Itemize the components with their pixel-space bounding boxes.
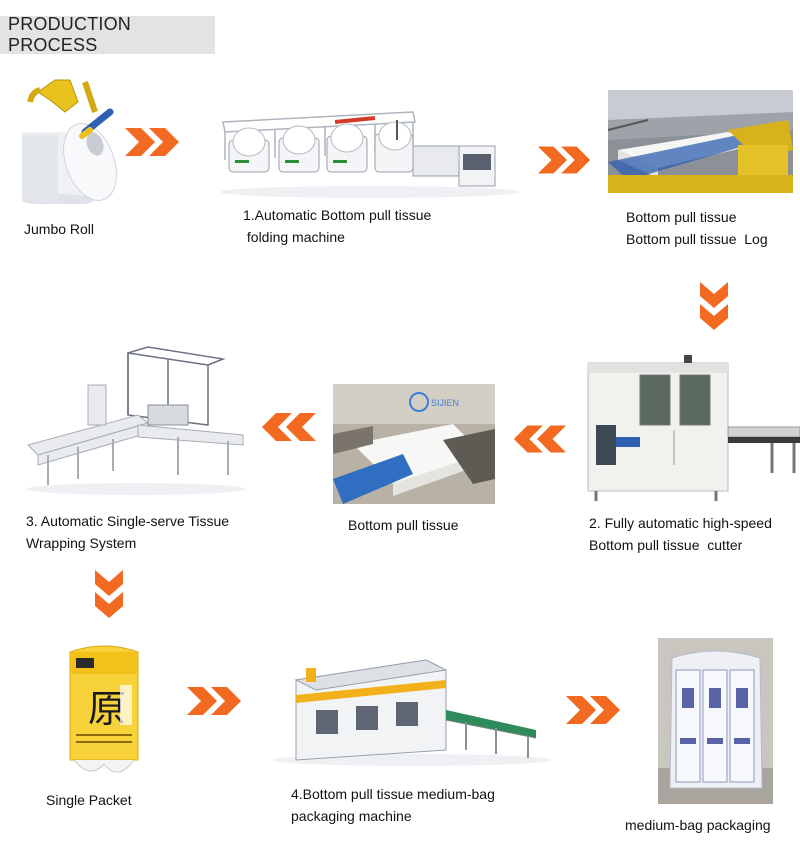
flow-arrow-3 — [697, 280, 731, 336]
flow-arrow-5 — [258, 411, 318, 443]
flow-arrow-7 — [184, 685, 246, 717]
jumbo-roll-image — [10, 72, 125, 204]
step-label-jumbo-roll: Jumbo Roll — [24, 221, 95, 237]
step-label-single-packet: Single Packet — [46, 792, 132, 808]
packaging-machine-image — [266, 650, 558, 768]
wrapping-system-image — [18, 345, 253, 497]
step-label-wrapping-system: 3. Automatic Single-serve Tissue Wrappin… — [26, 513, 230, 551]
step-label-packaging-machine: 4.Bottom pull tissue medium-bag packagin… — [291, 786, 495, 824]
single-packet-image: 原 — [60, 640, 148, 785]
step-label-bottom-pull-tissue: Bottom pull tissue — [348, 517, 459, 533]
folding-machine-image — [215, 100, 525, 200]
step-label-folding-machine: 1.Automatic Bottom pull tissue folding m… — [243, 207, 432, 245]
packet-glyph: 原 — [88, 687, 126, 731]
step-label-tissue-log: Bottom pull tissue Bottom pull tissue Lo… — [626, 209, 768, 247]
bottom-pull-tissue-image: SIJIEN — [333, 384, 495, 504]
flow-arrow-2 — [536, 144, 594, 176]
flow-arrow-4 — [510, 423, 568, 455]
step-label-medium-bag: medium-bag packaging — [625, 817, 771, 833]
svg-text:SIJIEN: SIJIEN — [431, 398, 459, 408]
cutter-image — [576, 355, 800, 503]
medium-bag-image — [658, 638, 773, 804]
flow-arrow-8 — [564, 694, 624, 726]
page-title: PRODUCTION PROCESS — [0, 14, 215, 55]
step-label-cutter: 2. Fully automatic high-speed Bottom pul… — [589, 515, 772, 553]
flow-arrow-6 — [92, 568, 126, 624]
tissue-log-image — [608, 90, 793, 193]
flow-arrow-1 — [123, 126, 183, 158]
